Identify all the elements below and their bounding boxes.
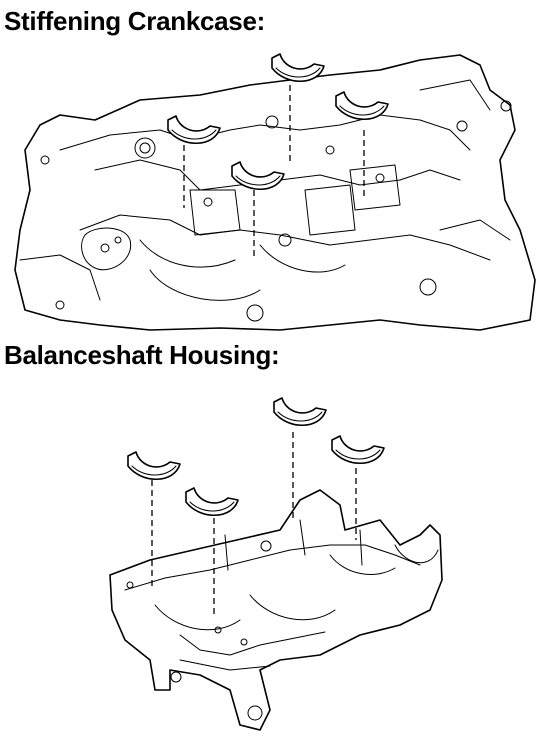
crankcase-body [14, 54, 536, 331]
bearing-shell [271, 53, 325, 82]
stiffening-crankcase-illustration [14, 53, 536, 331]
bearing-shell [167, 115, 221, 144]
bearing-shell [335, 91, 389, 120]
bearing-shell [231, 161, 285, 190]
balanceshaft-housing-title: Balanceshaft Housing: [4, 340, 280, 370]
bearing-shell [331, 435, 385, 464]
housing-body [109, 489, 443, 731]
balanceshaft-housing-illustration [109, 397, 443, 731]
bearing-shell [127, 451, 181, 480]
bearing-shell [273, 397, 327, 426]
stiffening-crankcase-title: Stiffening Crankcase: [4, 6, 265, 36]
bearing-shell [185, 487, 239, 516]
